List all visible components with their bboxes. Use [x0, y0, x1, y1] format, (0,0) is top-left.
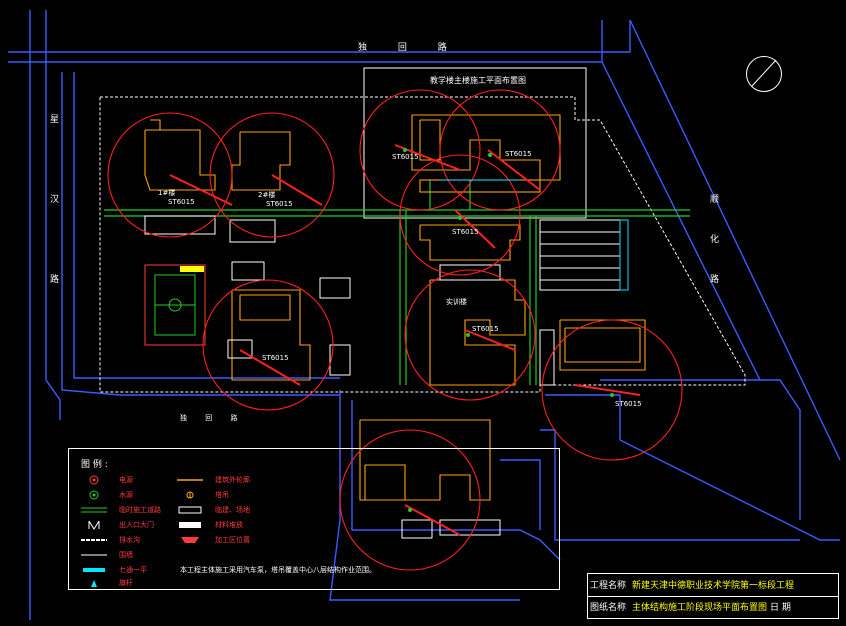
legend-item: 塔吊: [177, 488, 229, 502]
legend-item: 临建、场地: [177, 503, 250, 517]
legend-item: 材料堆放: [177, 518, 243, 532]
legend-item: 围墙: [81, 548, 133, 562]
road-label-east: 顺 化 路: [710, 195, 720, 285]
process-area-icon: [177, 535, 203, 545]
legend-item: 建筑外轮廓: [177, 473, 250, 487]
crane-label: ST6015: [452, 228, 479, 236]
plan-note: 本工程主体施工采用汽车泵，塔吊覆盖中心八层结构作业范围。: [180, 566, 376, 574]
crane-label: ST6015: [615, 400, 642, 408]
wall-icon: [81, 550, 107, 560]
title-row-project: 工程名称 新建天津中德职业技术学院第一标段工程: [588, 574, 838, 597]
legend-label: 水源: [119, 491, 133, 499]
water-points: [403, 148, 614, 512]
legend-label: 临时施工道路: [119, 506, 161, 514]
temp-facility-icon: [177, 505, 203, 515]
gate-icon: [81, 520, 107, 530]
legend-item: 七通一平: [81, 563, 147, 577]
legend-item: 临时施工道路: [81, 503, 161, 517]
legend-item: 加工区位置: [177, 533, 250, 547]
ditch-icon: [81, 535, 107, 545]
project-key: 工程名称: [590, 581, 627, 591]
inset-plan-title: 教学楼主楼施工平面布置图: [430, 76, 526, 85]
legend-item: 水源: [81, 488, 133, 502]
temp-facilities: [144, 215, 621, 539]
crane-icon: [177, 490, 203, 500]
building-label-gym: 体育场: [156, 267, 177, 275]
title-block: 工程名称 新建天津中德职业技术学院第一标段工程 图纸名称 主体结构施工阶段现场平…: [587, 573, 839, 619]
water-icon: [81, 490, 107, 500]
legend-item: 排水沟: [81, 533, 140, 547]
legend-label: 电源: [119, 476, 133, 484]
outline-icon: [177, 475, 203, 485]
legend-label: 排水沟: [119, 536, 140, 544]
crane-label: ST6015: [266, 200, 293, 208]
legend-label: 材料堆放: [215, 521, 243, 529]
temp-roads: [104, 180, 690, 385]
city-roads: [8, 10, 841, 620]
legend-label: 围墙: [119, 551, 133, 559]
road-label-south: 独 回 路: [180, 414, 246, 422]
legend-item: 出入口大门: [81, 518, 154, 532]
north-arrow-icon: [746, 56, 782, 92]
crane-label: ST6015: [392, 153, 419, 161]
material-icon: [177, 520, 203, 530]
crane-label: ST6015: [505, 150, 532, 158]
crane-label: ST6015: [472, 325, 499, 333]
legend-label: 出入口大门: [119, 521, 154, 529]
crane-label: ST6015: [168, 198, 195, 206]
legend-label: 旗杆: [119, 579, 133, 587]
building-label-1: 1#楼: [158, 189, 176, 197]
legend-label: 加工区位置: [215, 536, 250, 544]
drawing-value: 主体结构施工阶段现场平面布置图: [632, 603, 768, 613]
building-label-shop: 实训楼: [446, 298, 467, 306]
site-boundary: [99, 67, 746, 393]
crane-booms: [169, 144, 641, 536]
crane-radii: [107, 89, 683, 571]
legend-item: 旗杆: [81, 576, 133, 590]
misc-accents: [440, 179, 629, 291]
power-icon: [81, 475, 107, 485]
crane-label: ST6015: [262, 354, 289, 362]
legend-label: 七通一平: [119, 566, 147, 574]
date-key: 日 期: [770, 603, 791, 613]
utility-bar-icon: [81, 565, 107, 575]
drawing-key: 图纸名称: [590, 603, 627, 613]
road-icon: [81, 505, 107, 515]
legend-label: 建筑外轮廓: [215, 476, 250, 484]
legend-label: 塔吊: [215, 491, 229, 499]
legend-label: 临建、场地: [215, 506, 250, 514]
title-row-drawing: 图纸名称 主体结构施工阶段现场平面布置图 日 期: [588, 596, 838, 618]
sports-field: [144, 264, 206, 346]
road-label-north: 独 回 路: [358, 43, 461, 53]
legend-box: 图 例 : 电源 水源 临时施工道路 出入口大门 排水沟 围墙 七通一平: [68, 448, 560, 590]
legend-title: 图 例 :: [81, 460, 108, 470]
buildings: [144, 114, 646, 501]
flag-icon: [81, 578, 107, 588]
legend-item: 电源: [81, 473, 133, 487]
road-label-west: 星 汉 路: [50, 115, 60, 285]
building-label-2: 2#楼: [258, 191, 276, 199]
project-value: 新建天津中德职业技术学院第一标段工程: [632, 581, 795, 591]
